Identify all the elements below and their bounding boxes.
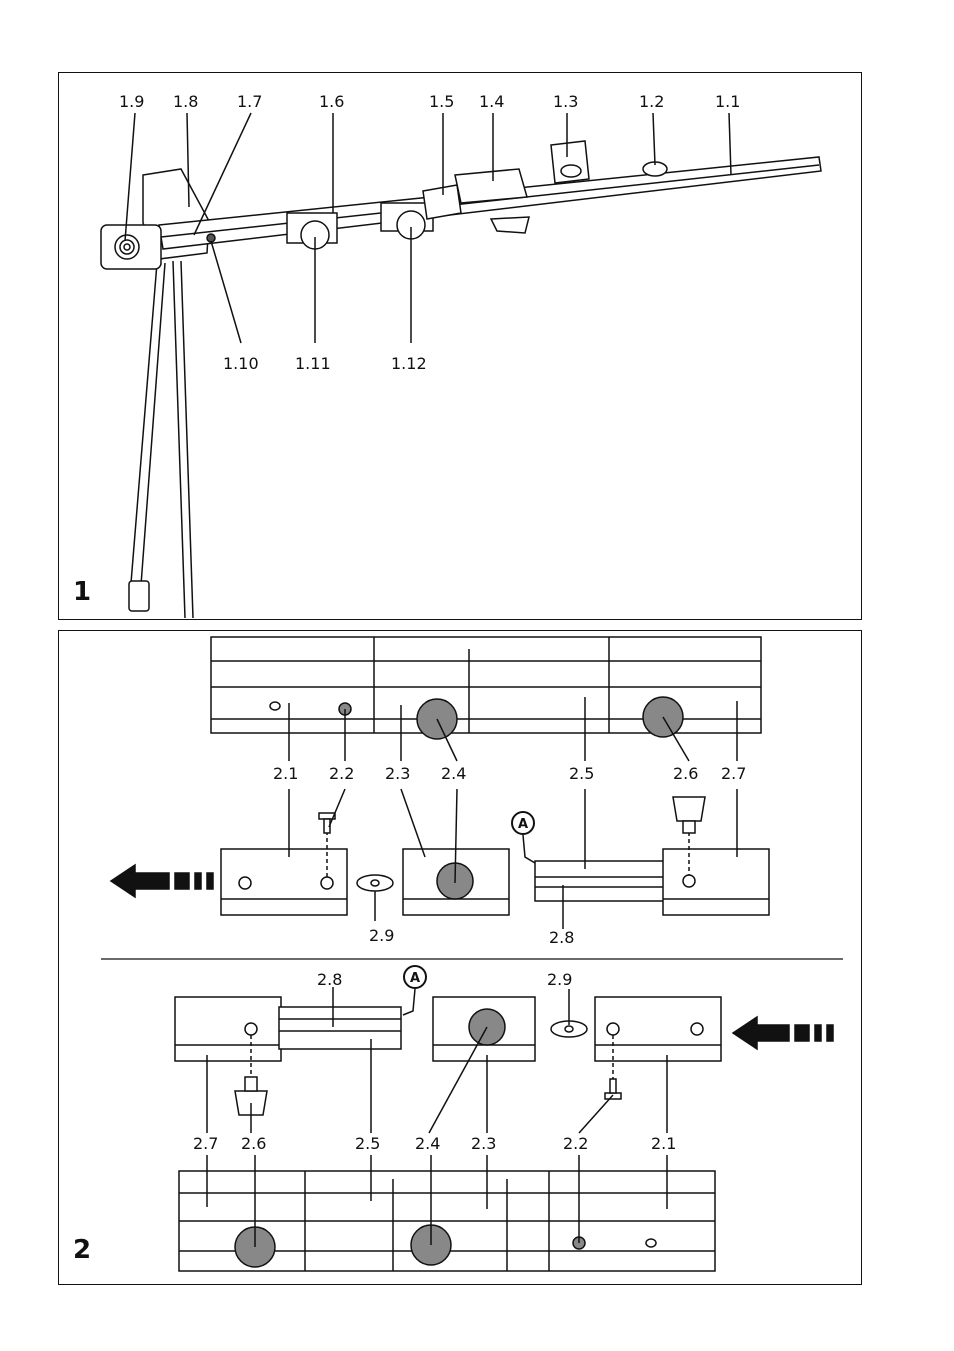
leg-foot — [128, 580, 150, 612]
callout-1-12: 1.12 — [391, 354, 427, 373]
label-2-8-top: 2.8 — [549, 928, 574, 947]
spirit-level — [100, 224, 162, 270]
callout-1-6: 1.6 — [319, 92, 344, 111]
rail — [158, 156, 822, 250]
label-2-5-bottom: 2.5 — [355, 1134, 380, 1153]
callout-1-4: 1.4 — [479, 92, 504, 111]
figure-number-1: 1 — [73, 577, 92, 607]
callout-1-11: 1.11 — [295, 354, 331, 373]
callout-1-5: 1.5 — [429, 92, 454, 111]
label-2-4-top: 2.4 — [441, 764, 466, 783]
callout-1-3: 1.3 — [553, 92, 578, 111]
marker-a-top: A — [518, 817, 528, 832]
tripod-leg-front — [130, 262, 166, 586]
label-2-3-top: 2.3 — [385, 764, 410, 783]
figure-1-panel: 1.9 1.8 1.7 1.6 1.5 1.4 1.3 1.2 1.1 1.10… — [58, 72, 862, 620]
label-2-7-bottom: 2.7 — [193, 1134, 218, 1153]
label-2-7-top: 2.7 — [721, 764, 746, 783]
marker-a-bottom: A — [410, 971, 420, 986]
callout-1-7: 1.7 — [237, 92, 262, 111]
callout-1-8: 1.8 — [173, 92, 198, 111]
callout-1-1: 1.1 — [715, 92, 740, 111]
figure-1-drawing: 1.9 1.8 1.7 1.6 1.5 1.4 1.3 1.2 1.1 1.10… — [100, 92, 822, 619]
label-2-2-top: 2.2 — [329, 764, 354, 783]
tripod-leg-back — [172, 260, 186, 619]
callout-1-10: 1.10 — [223, 354, 259, 373]
label-2-8-bottom: 2.8 — [317, 970, 342, 989]
figure-number-2: 2 — [73, 1235, 92, 1265]
label-2-2-bottom: 2.2 — [563, 1134, 588, 1153]
callout-1-2: 1.2 — [639, 92, 664, 111]
figure-2-panel: 2.1 2.2 2.3 2.4 2.5 2.6 2.7 2.9 2.8 A 2.… — [58, 630, 862, 1285]
label-2-4-bottom: 2.4 — [415, 1134, 440, 1153]
label-2-6-bottom: 2.6 — [241, 1134, 266, 1153]
figure-2-drawing: 2.1 2.2 2.3 2.4 2.5 2.6 2.7 2.9 2.8 A 2.… — [101, 636, 843, 1272]
label-2-6-top: 2.6 — [673, 764, 698, 783]
label-2-1-bottom: 2.1 — [651, 1134, 676, 1153]
label-2-5-top: 2.5 — [569, 764, 594, 783]
label-2-9-top: 2.9 — [369, 926, 394, 945]
label-2-9-bottom: 2.9 — [547, 970, 572, 989]
label-2-1-top: 2.1 — [273, 764, 298, 783]
label-2-3-bottom: 2.3 — [471, 1134, 496, 1153]
callout-1-9: 1.9 — [119, 92, 144, 111]
